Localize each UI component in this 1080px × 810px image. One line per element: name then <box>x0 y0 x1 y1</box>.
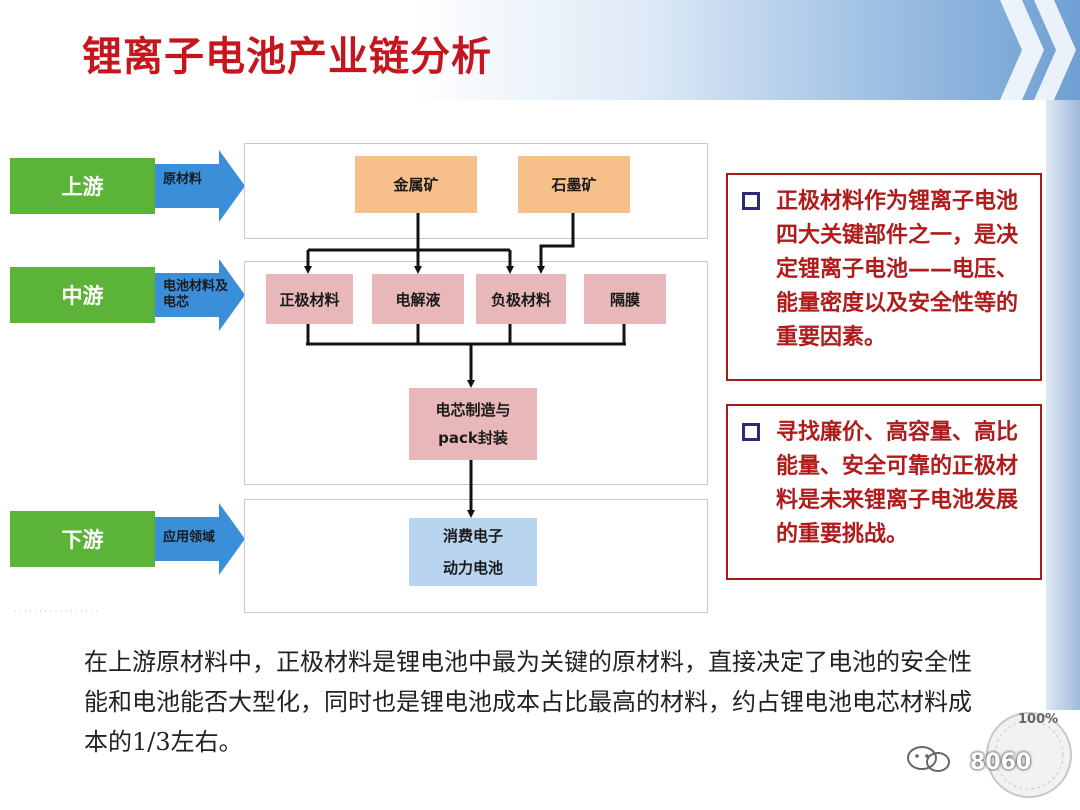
note-box: 正极材料作为锂离子电池四大关键部件之一，是决定锂离子电池——电压、能量密度以及安… <box>726 173 1042 381</box>
hollow-square-bullet-icon <box>742 423 760 441</box>
applications-box: 消费电子 动力电池 <box>409 518 537 586</box>
stage-downstream: 下游 <box>10 511 155 567</box>
note-box: 寻找廉价、高容量、高比能量、安全可靠的正极材料是未来锂离子电池发展的重要挑战。 <box>726 404 1042 580</box>
caption-paragraph: 在上游原材料中，正极材料是锂电池中最为关键的原材料，直接决定了电池的安全性能和电… <box>84 648 972 756</box>
stage-upstream-arrow-label: 原材料 <box>163 172 203 187</box>
cell-manufacturing-box: 电芯制造与 pack封装 <box>409 388 537 460</box>
stage-upstream: 上游 <box>10 158 155 214</box>
application-line: 动力电池 <box>442 559 503 577</box>
stage-midstream: 中游 <box>10 267 155 323</box>
stage-downstream-arrow-label: 应用领域 <box>163 530 216 545</box>
note-text: 正极材料作为锂离子电池四大关键部件之一，是决定锂离子电池——电压、能量密度以及安… <box>776 189 1019 350</box>
component-box: 电解液 <box>372 274 464 324</box>
header-band <box>0 0 1080 100</box>
cell-manufacturing-line: 电芯制造与 <box>435 401 511 419</box>
arrow-right-icon <box>155 259 245 331</box>
stage-midstream-arrow-label: 电池材料及电芯 <box>163 279 229 310</box>
raw-material-box: 金属矿 <box>355 156 477 213</box>
faint-source-mark: · · · · · · · · · · · · · · · · · <box>14 607 98 616</box>
hollow-square-bullet-icon <box>742 192 760 210</box>
watermark-stamp <box>986 712 1072 798</box>
note-text: 寻找廉价、高容量、高比能量、安全可靠的正极材料是未来锂离子电池发展的重要挑战。 <box>776 420 1019 547</box>
stamp-top-text: 100% <box>1018 712 1059 727</box>
chevron-decoration-icon <box>1000 0 1076 100</box>
stamp-main-text: 8060 <box>970 750 1032 775</box>
page-title: 锂离子电池产业链分析 <box>82 34 492 80</box>
cell-manufacturing-line: pack封装 <box>438 429 508 447</box>
component-box: 正极材料 <box>266 274 353 324</box>
component-box: 负极材料 <box>476 274 566 324</box>
right-edge-decoration <box>1046 100 1080 710</box>
arrow-right-icon <box>155 503 245 575</box>
wechat-icon <box>907 746 950 772</box>
raw-material-box: 石墨矿 <box>518 156 630 213</box>
application-line: 消费电子 <box>442 527 503 545</box>
arrow-right-icon <box>155 150 245 222</box>
component-box: 隔膜 <box>584 274 666 324</box>
